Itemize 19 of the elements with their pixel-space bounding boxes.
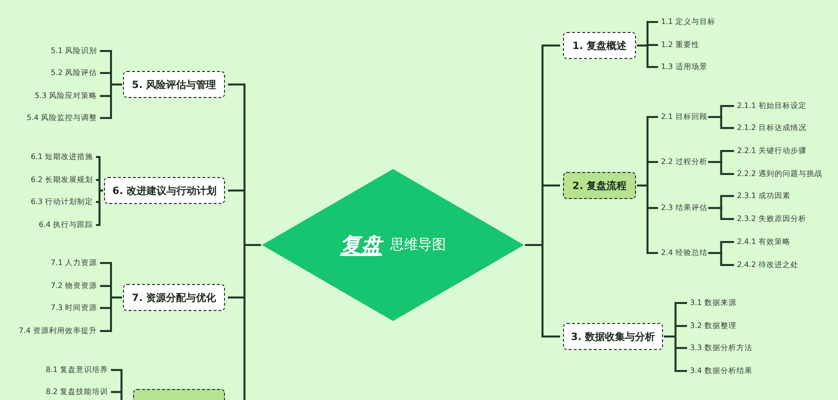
connector-line (100, 84, 122, 119)
connector-line (637, 44, 658, 68)
connector-line (708, 207, 734, 220)
connector-line (708, 161, 734, 175)
branch-box: 3. 数据收集与分析 (563, 323, 663, 350)
topic-diamond (262, 169, 524, 321)
connector-line (708, 252, 734, 266)
branch-box: 5. 风险评估与管理 (123, 71, 225, 98)
connector-line (96, 179, 103, 192)
branch-box: 6. 改进建议与行动计划 (104, 177, 225, 204)
connector-line (100, 296, 122, 332)
branch-box: 2. 复盘流程 (563, 172, 636, 199)
connector-line (708, 116, 734, 129)
topic-title: 复盘 (340, 232, 382, 259)
branch-box: 7. 资源分配与优化 (123, 284, 225, 311)
branch-box: 1. 复盘概述 (563, 32, 636, 59)
connector-line (96, 190, 103, 226)
topic-subtitle: 思维导图 (390, 236, 446, 254)
connector-line (637, 184, 658, 254)
